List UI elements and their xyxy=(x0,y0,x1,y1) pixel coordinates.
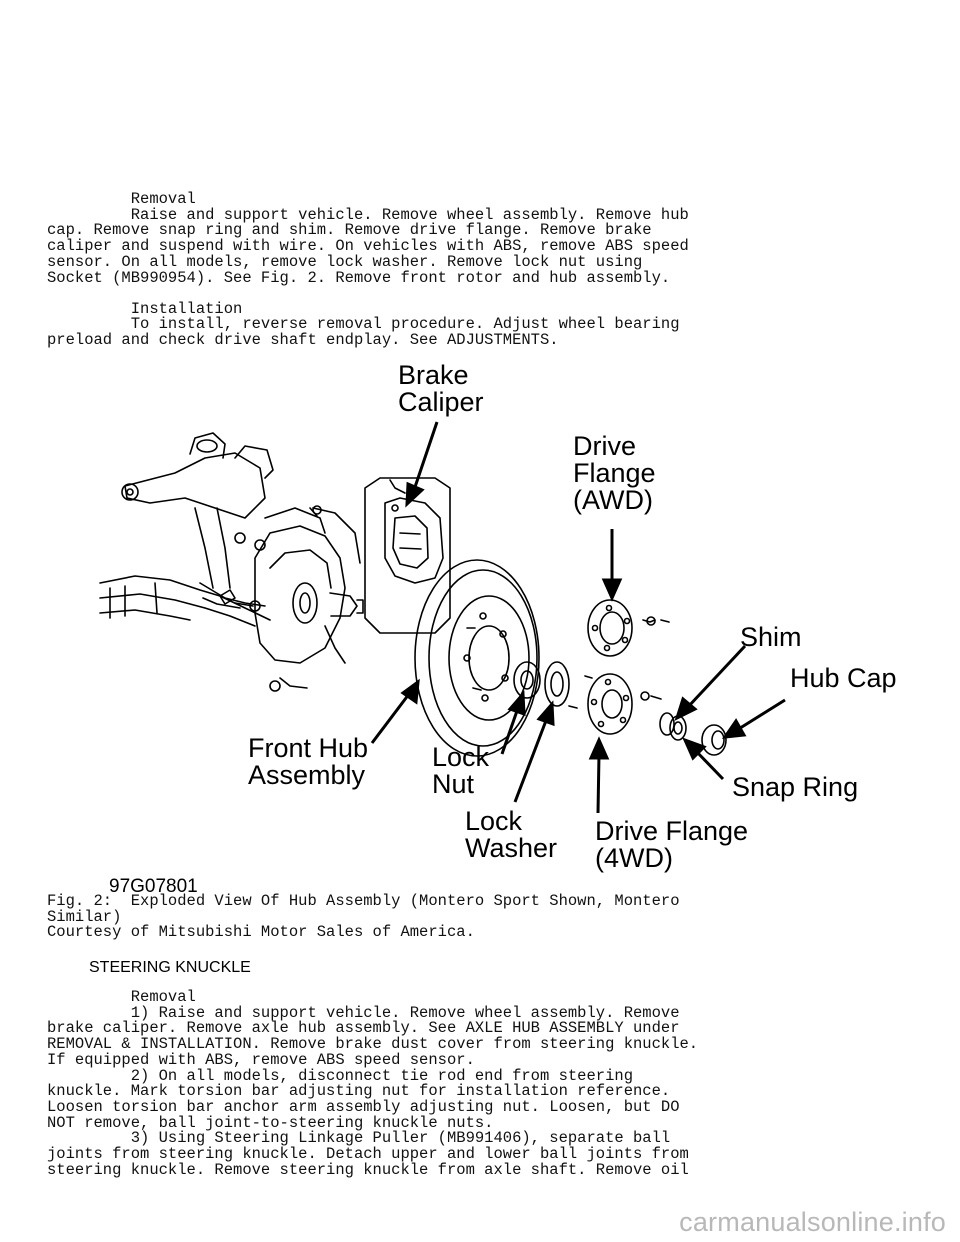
label-drive-flange-awd: Drive Flange (AWD) xyxy=(573,431,656,515)
pointer-arrows xyxy=(370,421,786,814)
drive-flange-awd-drawing xyxy=(587,599,670,657)
label-lock-washer: Lock Washer xyxy=(465,806,558,863)
rotor-drawing xyxy=(414,559,540,757)
hub-cap-drawing xyxy=(701,724,727,756)
section-title-steering-knuckle: STEERING KNUCKLE xyxy=(89,959,251,976)
installation-text: To install, reverse removal procedure. A… xyxy=(47,315,680,349)
knuckle-drawing xyxy=(219,505,364,692)
label-shim: Shim xyxy=(740,622,802,652)
lock-nut-drawing xyxy=(513,661,541,699)
label-brake-caliper: Brake Caliper xyxy=(398,360,484,417)
caliper-bracket-drawing xyxy=(364,477,451,634)
removal-heading: Removal xyxy=(47,190,196,208)
figure-caption: Fig. 2: Exploded View Of Hub Assembly (M… xyxy=(47,892,680,942)
knuckle-removal-heading: Removal xyxy=(47,988,196,1006)
label-drive-flange-4wd: Drive Flange (4WD) xyxy=(595,816,749,873)
hub-assembly-figure: Brake Caliper Drive Flange (AWD) Shim Hu… xyxy=(95,358,915,898)
watermark: carmanualsonline.info xyxy=(679,1207,946,1237)
label-hub-cap: Hub Cap xyxy=(790,663,897,693)
knuckle-removal-text: 1) Raise and support vehicle. Remove whe… xyxy=(47,1003,699,1179)
washer-bolts-drawing xyxy=(568,675,593,709)
label-snap-ring: Snap Ring xyxy=(732,772,859,802)
installation-heading: Installation xyxy=(47,299,243,318)
label-lock-nut: Lock Nut xyxy=(432,742,490,799)
drive-flange-4wd-drawing xyxy=(587,673,662,735)
suspension-arm-drawing xyxy=(99,432,326,627)
removal-text: Raise and support vehicle. Remove wheel … xyxy=(47,205,689,287)
figure-code: 97G07801 xyxy=(109,876,198,897)
lock-washer-drawing xyxy=(544,661,570,707)
label-front-hub-assembly: Front Hub Assembly xyxy=(248,733,369,790)
hub-assembly-illustration xyxy=(99,421,786,814)
